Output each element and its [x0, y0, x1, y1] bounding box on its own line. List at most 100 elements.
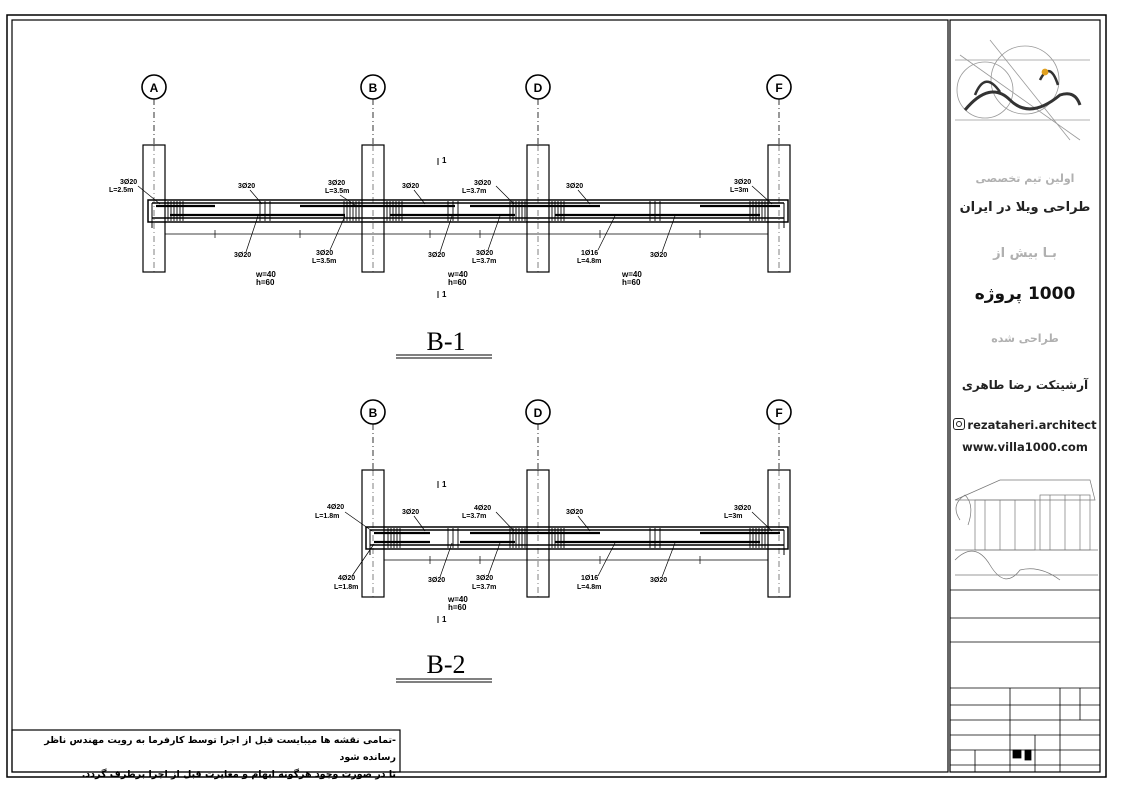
beam-b1 — [147, 199, 789, 228]
rebar-label: 3Ø20 — [402, 183, 419, 190]
section-mark-top-b1: 1 — [437, 156, 447, 165]
rebar-label: 3Ø20 — [428, 577, 445, 584]
rebar-length: L=1.8m — [315, 513, 339, 520]
rebar-label: 3Ø20 — [650, 577, 667, 584]
section-title-b1: B-1 — [427, 327, 466, 356]
sheet-border-inner — [11, 19, 949, 773]
rebar-label: 3Ø20 — [474, 180, 491, 187]
section-mark-top-b2: 1 — [437, 480, 447, 489]
bottom-rebar-labels-b1: 3Ø20 3Ø20 L=3.5m 3Ø20 3Ø20 L=3.7m 1Ø16 L… — [234, 215, 676, 265]
brand-tagline-3: بـا بیش از — [993, 246, 1057, 261]
instagram-handle: rezataheri.architect — [967, 418, 1097, 432]
axis-f-bubble-2: F — [766, 399, 792, 470]
top-rebar-labels-b1: 3Ø20 L=2.5m 3Ø20 3Ø20 L=3.5m 3Ø20 3Ø20 L… — [109, 179, 773, 206]
villa-sketch-image — [954, 479, 1098, 581]
rebar-label: 3Ø20 — [428, 252, 445, 259]
title-block-table — [950, 589, 1100, 772]
note-line-1: -تمامی نقشه ها میبایست قبل از اجرا توسط … — [44, 735, 396, 763]
brand-tagline-1: اولین تیم تخصصی — [975, 172, 1075, 185]
brand-architect: آرشیتکت رضا طاهری — [961, 378, 1089, 392]
rebar-label: 4Ø20 — [474, 505, 491, 512]
beam-height: h=60 — [448, 603, 467, 612]
rebar-length: L=3.7m — [472, 584, 496, 591]
section-mark-bottom-b1: 1 — [437, 290, 447, 299]
rebar-length: L=4.8m — [577, 584, 601, 591]
rebar-label: 3Ø20 — [476, 575, 493, 582]
construction-note: -تمامی نقشه ها میبایست قبل از اجرا توسط … — [14, 730, 400, 780]
top-rebar-labels-b2: 4Ø20 L=1.8m 3Ø20 4Ø20 L=3.7m 3Ø20 3Ø20 L… — [315, 504, 773, 532]
section-title-b2: B-2 — [427, 650, 466, 679]
logo-icon — [955, 39, 1090, 141]
axis-d-bubble: D — [525, 74, 551, 145]
rebar-label: 4Ø20 — [327, 504, 344, 511]
rebar-length: L=3.7m — [462, 513, 486, 520]
section-mark-label: 1 — [442, 290, 447, 299]
beam-height: h=60 — [622, 278, 641, 287]
instagram-icon — [953, 418, 966, 430]
beam-width: w=40 — [447, 595, 468, 604]
rebar-label: 3Ø20 — [402, 509, 419, 516]
rebar-length: L=3.5m — [325, 188, 349, 195]
beam-height: h=60 — [448, 278, 467, 287]
rebar-length: L=2.5m — [109, 187, 133, 194]
stirrup-dim-ticks-b2 — [383, 556, 769, 564]
sheet-border-outer — [6, 14, 1107, 778]
brand-website[interactable]: www.villa1000.com — [962, 440, 1088, 454]
rebar-label: 3Ø20 — [234, 252, 251, 259]
rebar-length: L=3m — [730, 187, 748, 194]
axis-f-bubble: F — [766, 74, 792, 145]
bottom-rebar-labels-b2: 4Ø20 L=1.8m 3Ø20 3Ø20 L=3.7m 1Ø16 L=4.8m… — [334, 542, 676, 591]
axis-d-label: D — [534, 81, 543, 95]
rebar-label: 4Ø20 — [338, 575, 355, 582]
axis-b-label: B — [369, 406, 378, 420]
axis-a-label: A — [150, 81, 159, 95]
axis-b-label: B — [369, 81, 378, 95]
brand-tagline-5: طراحی شده — [991, 332, 1059, 345]
axis-b-bubble: B — [360, 74, 386, 145]
axis-d-label: D — [534, 406, 543, 420]
axis-a-bubble: A — [141, 74, 167, 145]
note-box — [11, 729, 401, 773]
brand-projects: 1000 پروژه — [974, 284, 1076, 304]
section-mark-label: 1 — [442, 480, 447, 489]
axis-f-label: F — [775, 81, 782, 95]
rebar-label: 3Ø20 — [734, 179, 751, 186]
section-b2: B D F — [315, 399, 792, 683]
stirrup-dim-ticks-b1 — [164, 230, 769, 238]
brand-instagram[interactable]: rezataheri.architect — [950, 418, 1100, 432]
rebar-label: 3Ø20 — [328, 180, 345, 187]
rebar-label: 3Ø20 — [120, 179, 137, 186]
rebar-label: 3Ø20 — [734, 505, 751, 512]
beam-width: w=40 — [621, 270, 642, 279]
rebar-length: L=3m — [724, 513, 742, 520]
section-mark-bottom-b2: 1 — [437, 615, 447, 624]
beam-dims-b2: w=40 h=60 — [447, 595, 468, 612]
title-block — [950, 39, 1100, 772]
rebar-length: L=1.8m — [334, 584, 358, 591]
section-mark-label: 1 — [442, 615, 447, 624]
axis-b-bubble-2: B — [360, 399, 386, 470]
brand-tagline-2: طراحی ویلا در ایران — [959, 200, 1091, 215]
beam-b2 — [365, 526, 789, 555]
rebar-label: 3Ø20 — [316, 250, 333, 257]
rebar-label: 3Ø20 — [476, 250, 493, 257]
note-line-2: تا در صورت وجود هرگونه ابهام و مغایرت قب… — [81, 769, 396, 780]
rebar-label: 3Ø20 — [238, 183, 255, 190]
rebar-length: L=4.8m — [577, 258, 601, 265]
rebar-length: L=3.7m — [472, 258, 496, 265]
beam-dims-b1: w=40 h=60 w=40 h=60 w=40 h=60 — [255, 270, 642, 287]
rebar-label: 1Ø16 — [581, 250, 598, 257]
rebar-label: 3Ø20 — [566, 509, 583, 516]
rebar-length: L=3.7m — [462, 188, 486, 195]
stirrups-b1 — [167, 201, 766, 221]
section-mark-label: 1 — [442, 156, 447, 165]
rebar-label: 3Ø20 — [650, 252, 667, 259]
beam-width: w=40 — [255, 270, 276, 279]
beam-width: w=40 — [447, 270, 468, 279]
beam-height: h=60 — [256, 278, 275, 287]
rebar-label: 3Ø20 — [566, 183, 583, 190]
section-b1: A B D F — [109, 74, 792, 359]
rebar-label: 1Ø16 — [581, 575, 598, 582]
axis-f-label: F — [775, 406, 782, 420]
